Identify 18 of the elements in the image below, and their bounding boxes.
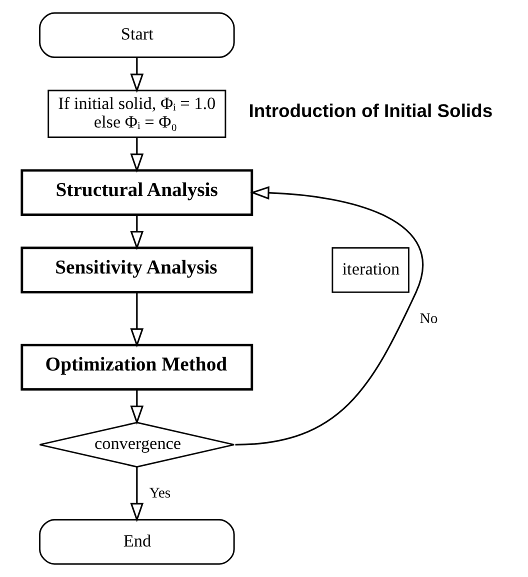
- arrow: [130, 58, 144, 93]
- arrow: [130, 292, 144, 348]
- node-diamond: convergence: [38, 422, 234, 468]
- node-box: If initial solid, Φᵢ = 1.0 else Φᵢ = Φ₀: [47, 90, 226, 138]
- node-box: Start: [38, 12, 234, 58]
- arrow: [130, 466, 144, 522]
- arrow: [130, 390, 144, 425]
- edge-label: Yes: [148, 486, 170, 502]
- node-box: Sensitivity Analysis: [20, 246, 253, 294]
- arrow: [130, 138, 144, 173]
- node-box: iteration: [331, 247, 409, 293]
- node-label: Introduction of Initial Solids: [248, 100, 492, 121]
- arrow: [234, 186, 423, 446]
- arrow: [130, 215, 144, 250]
- node-box: End: [38, 518, 234, 565]
- edge-label: No: [419, 311, 438, 328]
- node-box: Structural Analysis: [20, 169, 253, 216]
- node-box: Optimization Method: [20, 344, 253, 391]
